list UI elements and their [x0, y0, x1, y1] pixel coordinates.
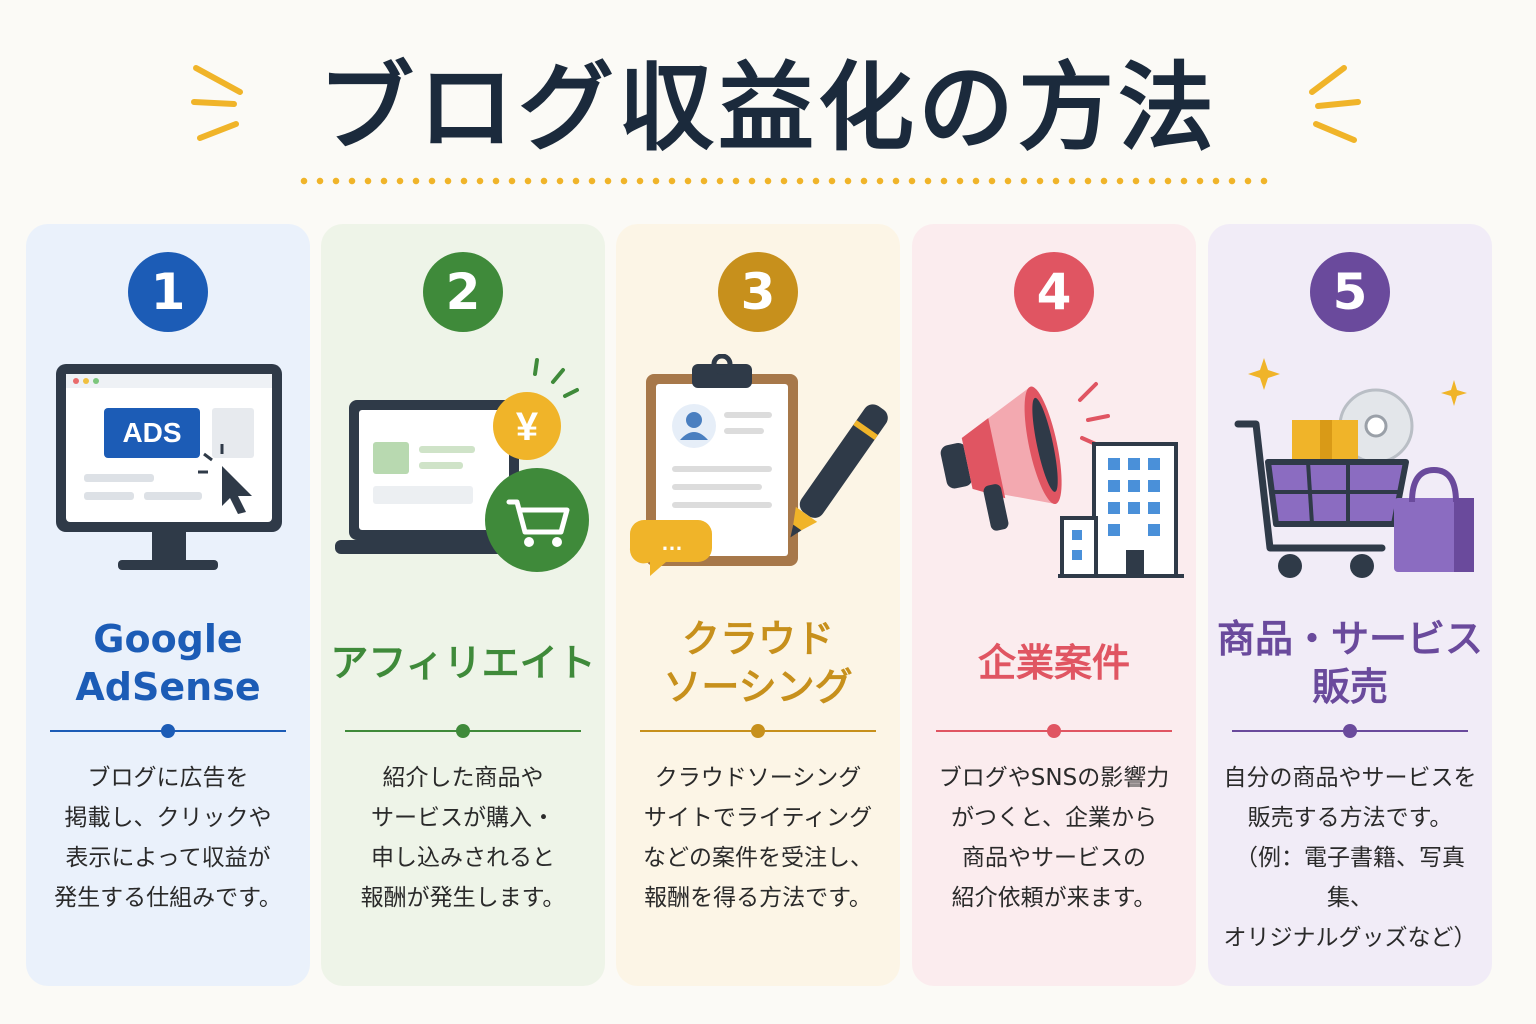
card-affiliate: 2 ¥ アフィリエイト 紹介した商品や サービスが購入・ 申し込みされると 報酬… [321, 224, 605, 986]
page-title: ブログ収益化の方法 [318, 52, 1218, 164]
step-number-badge: 2 [423, 252, 503, 332]
method-name: 企業案件 [977, 641, 1130, 685]
card-corporate-deals: 4 企業案件 ブログやSNSの影響力 がつくと、企業から 商品やサービスの 紹介… [912, 224, 1196, 986]
card-divider [936, 724, 1172, 738]
speech-bubble-label: … [661, 530, 683, 555]
card-crowdsourcing: 3 … クラウド ソーシング クラウドソーシング サイトでライティング などの案… [616, 224, 900, 986]
laptop-cart-yen-icon: ¥ [335, 358, 589, 572]
shopping-cart-bag-icon [1234, 358, 1474, 578]
method-description: 自分の商品やサービスを 販売する方法です。 （例：電子書籍、写真集、 オリジナル… [1223, 765, 1477, 951]
card-divider [50, 724, 286, 738]
spark-decoration-left-icon [191, 65, 243, 141]
method-name: クラウド ソーシング [663, 617, 853, 709]
ads-label: ADS [122, 417, 181, 448]
card-product-sales: 5 商品・サービス 販売 自分の商品やサービスを 販売する方法です。 （例：電子… [1208, 224, 1492, 986]
step-number-badge: 1 [128, 252, 208, 332]
method-description: ブログに広告を 掲載し、クリックや 表示によって収益が 発生する仕組みです。 [54, 765, 282, 911]
method-name: 商品・サービス 販売 [1216, 617, 1483, 709]
step-number-badge: 4 [1014, 252, 1094, 332]
card-divider [345, 724, 581, 738]
monitor-ads-icon: ADS [56, 364, 282, 570]
card-divider [1232, 724, 1468, 738]
method-name: Google AdSense [75, 617, 261, 709]
yen-label: ¥ [516, 405, 539, 449]
method-description: ブログやSNSの影響力 がつくと、企業から 商品やサービスの 紹介依頼が来ます。 [938, 765, 1170, 911]
card-divider [640, 724, 876, 738]
step-number-badge: 5 [1310, 252, 1390, 332]
step-number-badge: 3 [718, 252, 798, 332]
title-dotted-underline [296, 176, 1276, 186]
card-google-adsense: 1 ADS Google AdSense ブログに広告を 掲載し、クリックや 表… [26, 224, 310, 986]
clipboard-pen-icon: … [629, 354, 888, 576]
method-description: 紹介した商品や サービスが購入・ 申し込みされると 報酬が発生します。 [360, 765, 566, 911]
megaphone-building-icon [940, 382, 1184, 578]
spark-decoration-right-icon [1309, 65, 1361, 143]
method-name: アフィリエイト [330, 641, 596, 685]
method-description: クラウドソーシング サイトでライティング などの案件を受注し、 報酬を得る方法で… [643, 765, 873, 911]
